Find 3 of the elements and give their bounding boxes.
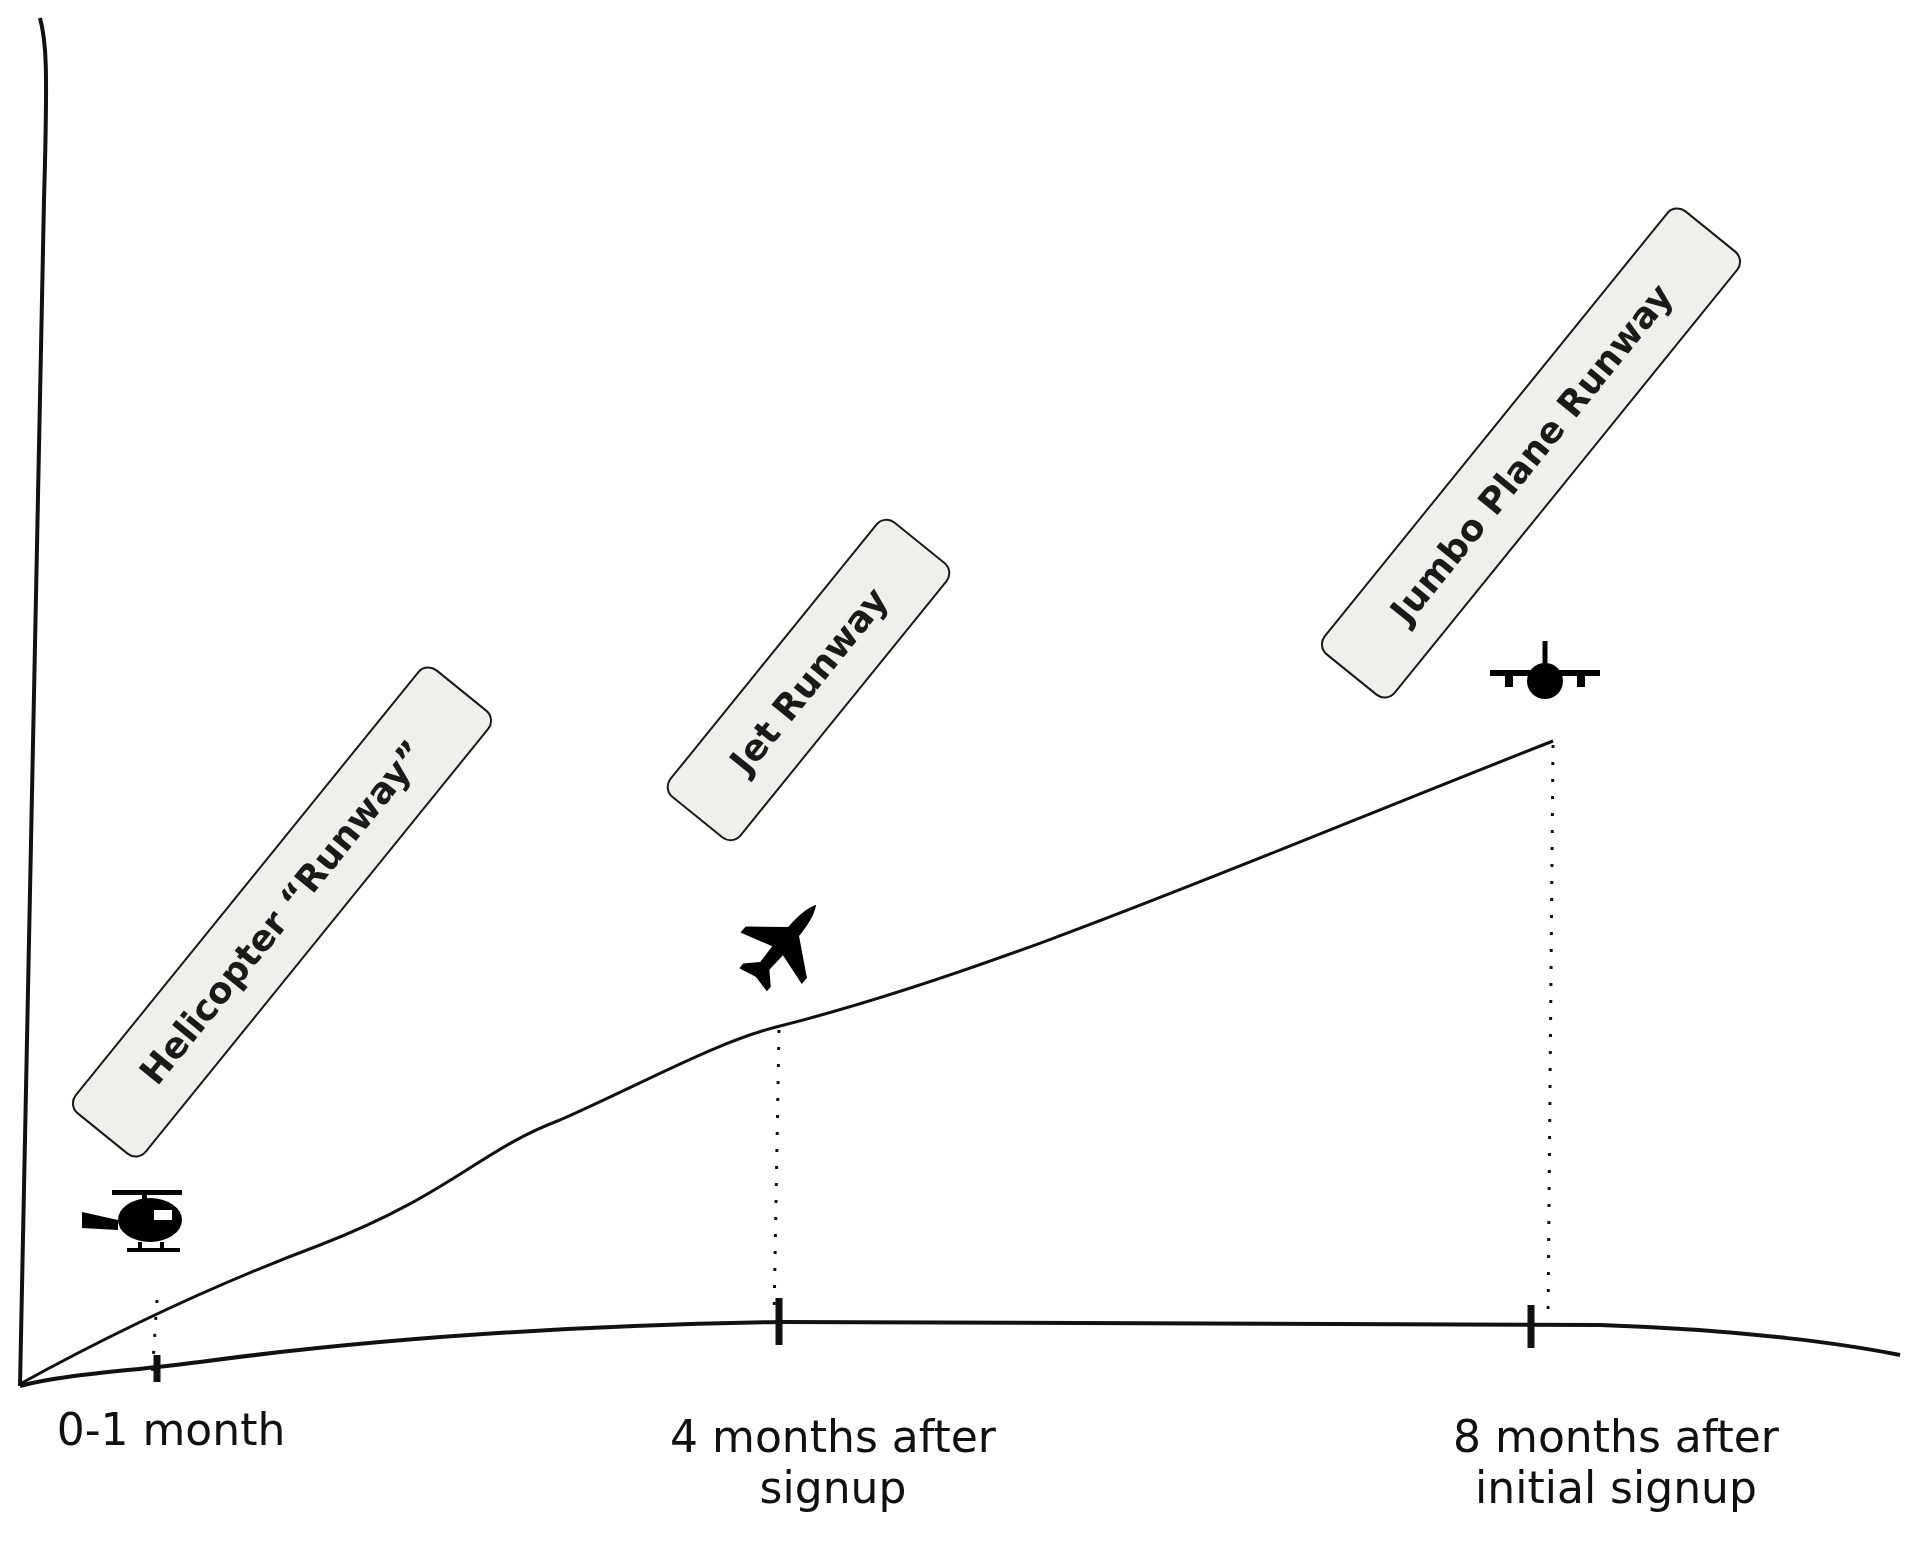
axis-tick-label: 4 months after signup [669, 1412, 997, 1514]
axis-tick-label: 8 months after initial signup [1452, 1412, 1780, 1514]
axis-tick-label: 0-1 month [55, 1405, 287, 1456]
